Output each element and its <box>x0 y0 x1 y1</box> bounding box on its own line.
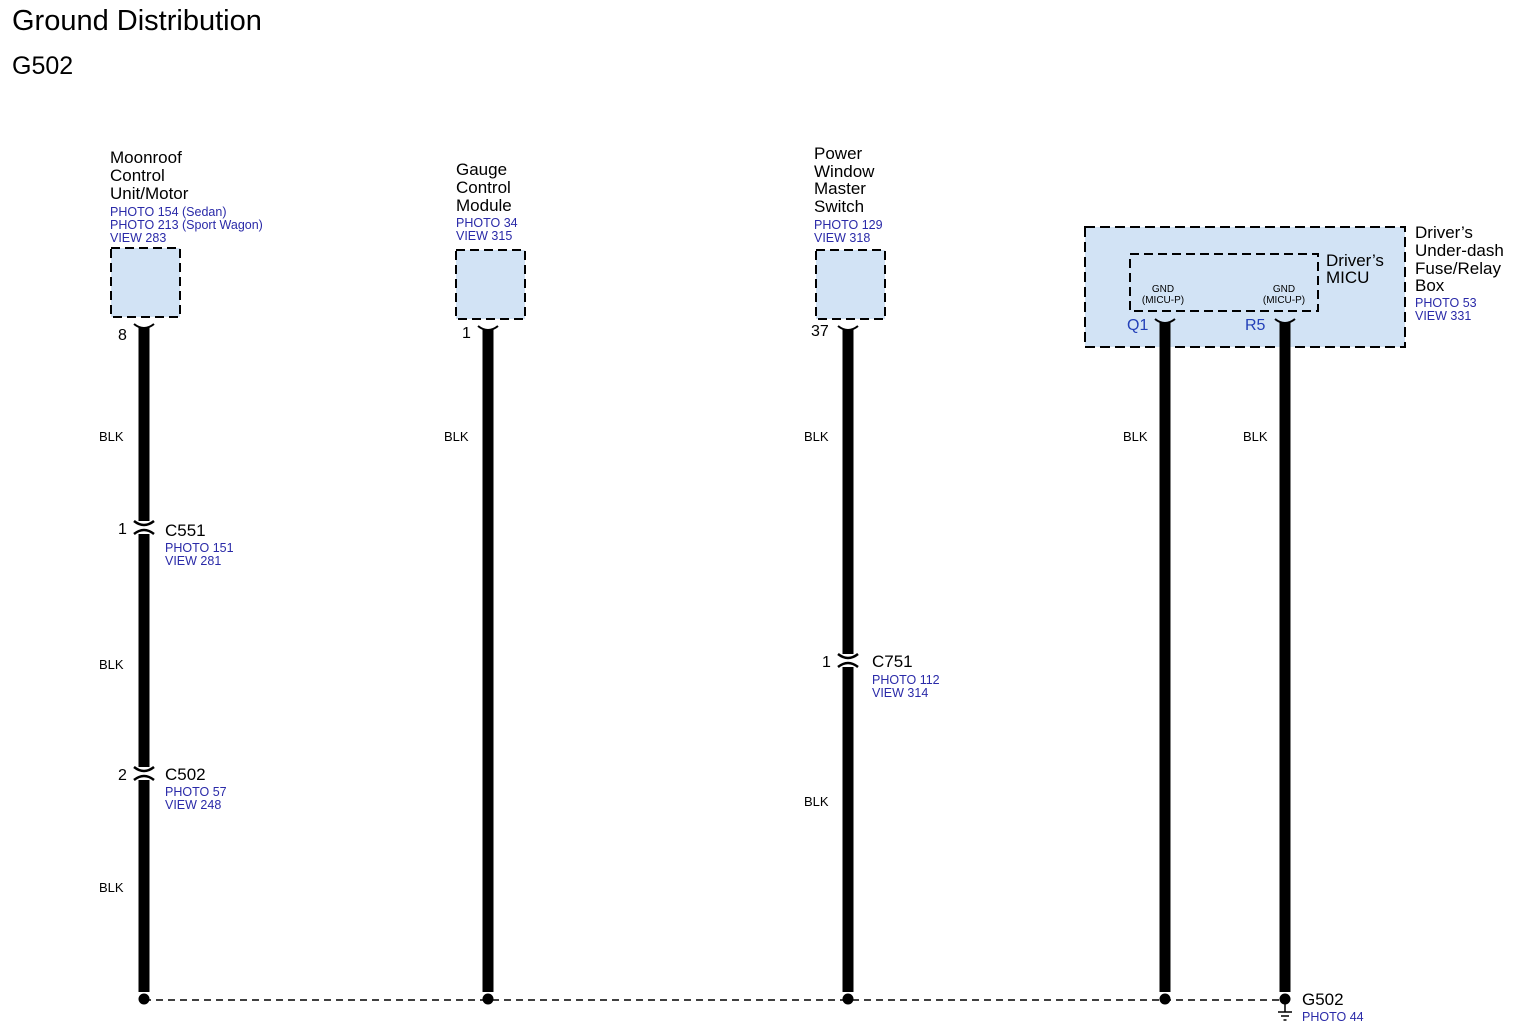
moonroof-name-line-2: Control <box>110 166 165 185</box>
fuse-box-ref-1[interactable]: PHOTO 53 <box>1415 296 1477 310</box>
component-moonroof[interactable]: Moonroof Control Unit/Motor PHOTO 154 (S… <box>110 148 263 344</box>
component-power-window[interactable]: Power Window Master Switch PHOTO 129 VIE… <box>811 144 886 340</box>
connector-arc-top <box>837 652 859 660</box>
wire-micu-q1[interactable] <box>1154 318 1176 992</box>
power-window-name-line-3: Master <box>814 179 866 198</box>
connector-arc-bottom <box>133 528 155 536</box>
micu-pin-q1: Q1 <box>1127 317 1148 334</box>
connector-arc-bottom <box>837 661 859 669</box>
power-window-name-line-2: Window <box>814 162 875 181</box>
ground-symbol-icon <box>1278 1004 1292 1021</box>
micu-name-line-2: MICU <box>1326 268 1369 287</box>
micu-gnd-left-line-1: GND <box>1152 284 1174 295</box>
splice-dot <box>1159 993 1171 1005</box>
gauge-pin-number: 1 <box>462 325 471 342</box>
moonroof-ref-3[interactable]: VIEW 283 <box>110 231 166 245</box>
component-fuse-box[interactable]: Driver’s MICU GND (MICU-P) GND (MICU-P) … <box>1084 223 1504 348</box>
terminal-arc <box>837 325 859 331</box>
page-subtitle: G502 <box>12 52 73 80</box>
micu-outline <box>1129 253 1319 312</box>
wire-color-label: BLK <box>444 429 469 444</box>
c751-ref-2[interactable]: VIEW 314 <box>872 686 928 700</box>
micu-gnd-left-line-2: (MICU-P) <box>1142 295 1184 306</box>
micu-gnd-right-line-2: (MICU-P) <box>1263 295 1305 306</box>
c551-ref-2[interactable]: VIEW 281 <box>165 554 221 568</box>
splice-dot <box>482 993 494 1005</box>
gauge-component-box <box>455 249 526 320</box>
splice-dot <box>842 993 854 1005</box>
moonroof-ref-2[interactable]: PHOTO 213 (Sport Wagon) <box>110 218 263 232</box>
connector-c751[interactable]: 1 C751 PHOTO 112 VIEW 314 <box>822 652 940 700</box>
wire-micu-r5[interactable] <box>1274 318 1296 992</box>
connector-arc-top <box>133 765 155 773</box>
gauge-ref-1[interactable]: PHOTO 34 <box>456 216 518 230</box>
fuse-box-ref-2[interactable]: VIEW 331 <box>1415 309 1471 323</box>
terminal-arc <box>1154 318 1176 324</box>
fuse-box-name-line-2: Under-dash <box>1415 241 1504 260</box>
power-window-ref-1[interactable]: PHOTO 129 <box>814 218 883 232</box>
wire-color-label: BLK <box>1123 429 1148 444</box>
c502-ref-1[interactable]: PHOTO 57 <box>165 785 227 799</box>
moonroof-ref-1[interactable]: PHOTO 154 (Sedan) <box>110 205 227 219</box>
fuse-box-name-line-3: Fuse/Relay <box>1415 259 1501 278</box>
c751-pin-number: 1 <box>822 654 831 671</box>
gauge-name-line-3: Module <box>456 196 512 215</box>
c551-pin-number: 1 <box>118 521 127 538</box>
wire-gauge[interactable] <box>477 325 499 992</box>
micu-gnd-right-line-1: GND <box>1273 284 1295 295</box>
moonroof-pin-number: 8 <box>118 327 127 344</box>
gauge-ref-2[interactable]: VIEW 315 <box>456 229 512 243</box>
micu-pin-r5: R5 <box>1245 317 1266 334</box>
wire-moonroof[interactable] <box>133 323 155 992</box>
fuse-box-outline <box>1084 226 1406 348</box>
gauge-name-line-2: Control <box>456 178 511 197</box>
c751-ref-1[interactable]: PHOTO 112 <box>872 673 940 687</box>
wire-color-label: BLK <box>99 429 124 444</box>
gauge-name-line-1: Gauge <box>456 160 507 179</box>
wire-power-window[interactable] <box>837 325 859 992</box>
wire-color-label: BLK <box>1243 429 1268 444</box>
c502-ref-2[interactable]: VIEW 248 <box>165 798 221 812</box>
c551-ref-1[interactable]: PHOTO 151 <box>165 541 234 555</box>
power-window-name-line-1: Power <box>814 144 863 163</box>
connector-arc-top <box>133 519 155 527</box>
splice-dot <box>138 993 150 1005</box>
power-window-pin-number: 37 <box>811 323 829 340</box>
ground-ref[interactable]: PHOTO 44 <box>1302 1010 1364 1024</box>
terminal-arc <box>1274 318 1296 324</box>
wire-color-label: BLK <box>804 429 829 444</box>
connector-arc-bottom <box>133 774 155 782</box>
c502-name: C502 <box>165 765 206 784</box>
splice-dot <box>1279 993 1291 1005</box>
terminal-arc <box>133 323 155 329</box>
power-window-name-line-4: Switch <box>814 197 864 216</box>
terminal-arc <box>477 325 499 331</box>
wire-color-label: BLK <box>99 880 124 895</box>
c751-name: C751 <box>872 652 913 671</box>
power-window-ref-2[interactable]: VIEW 318 <box>814 231 870 245</box>
c502-pin-number: 2 <box>118 767 127 784</box>
fuse-box-name-line-4: Box <box>1415 276 1445 295</box>
component-gauge[interactable]: Gauge Control Module PHOTO 34 VIEW 315 1 <box>455 160 526 342</box>
moonroof-component-box <box>110 247 181 318</box>
moonroof-name-line-3: Unit/Motor <box>110 184 189 203</box>
wire-color-label: BLK <box>99 657 124 672</box>
moonroof-name-line-1: Moonroof <box>110 148 182 167</box>
power-window-component-box <box>815 249 886 320</box>
wire-color-label: BLK <box>804 794 829 809</box>
page-title: Ground Distribution <box>12 5 262 37</box>
ground-name: G502 <box>1302 990 1344 1009</box>
micu-name-line-1: Driver’s <box>1326 251 1384 270</box>
connector-c551[interactable]: 1 C551 PHOTO 151 VIEW 281 <box>118 519 234 568</box>
c551-name: C551 <box>165 521 206 540</box>
connector-c502[interactable]: 2 C502 PHOTO 57 VIEW 248 <box>118 765 227 812</box>
ground-bus[interactable] <box>138 993 1291 1005</box>
fuse-box-name-line-1: Driver’s <box>1415 223 1473 242</box>
